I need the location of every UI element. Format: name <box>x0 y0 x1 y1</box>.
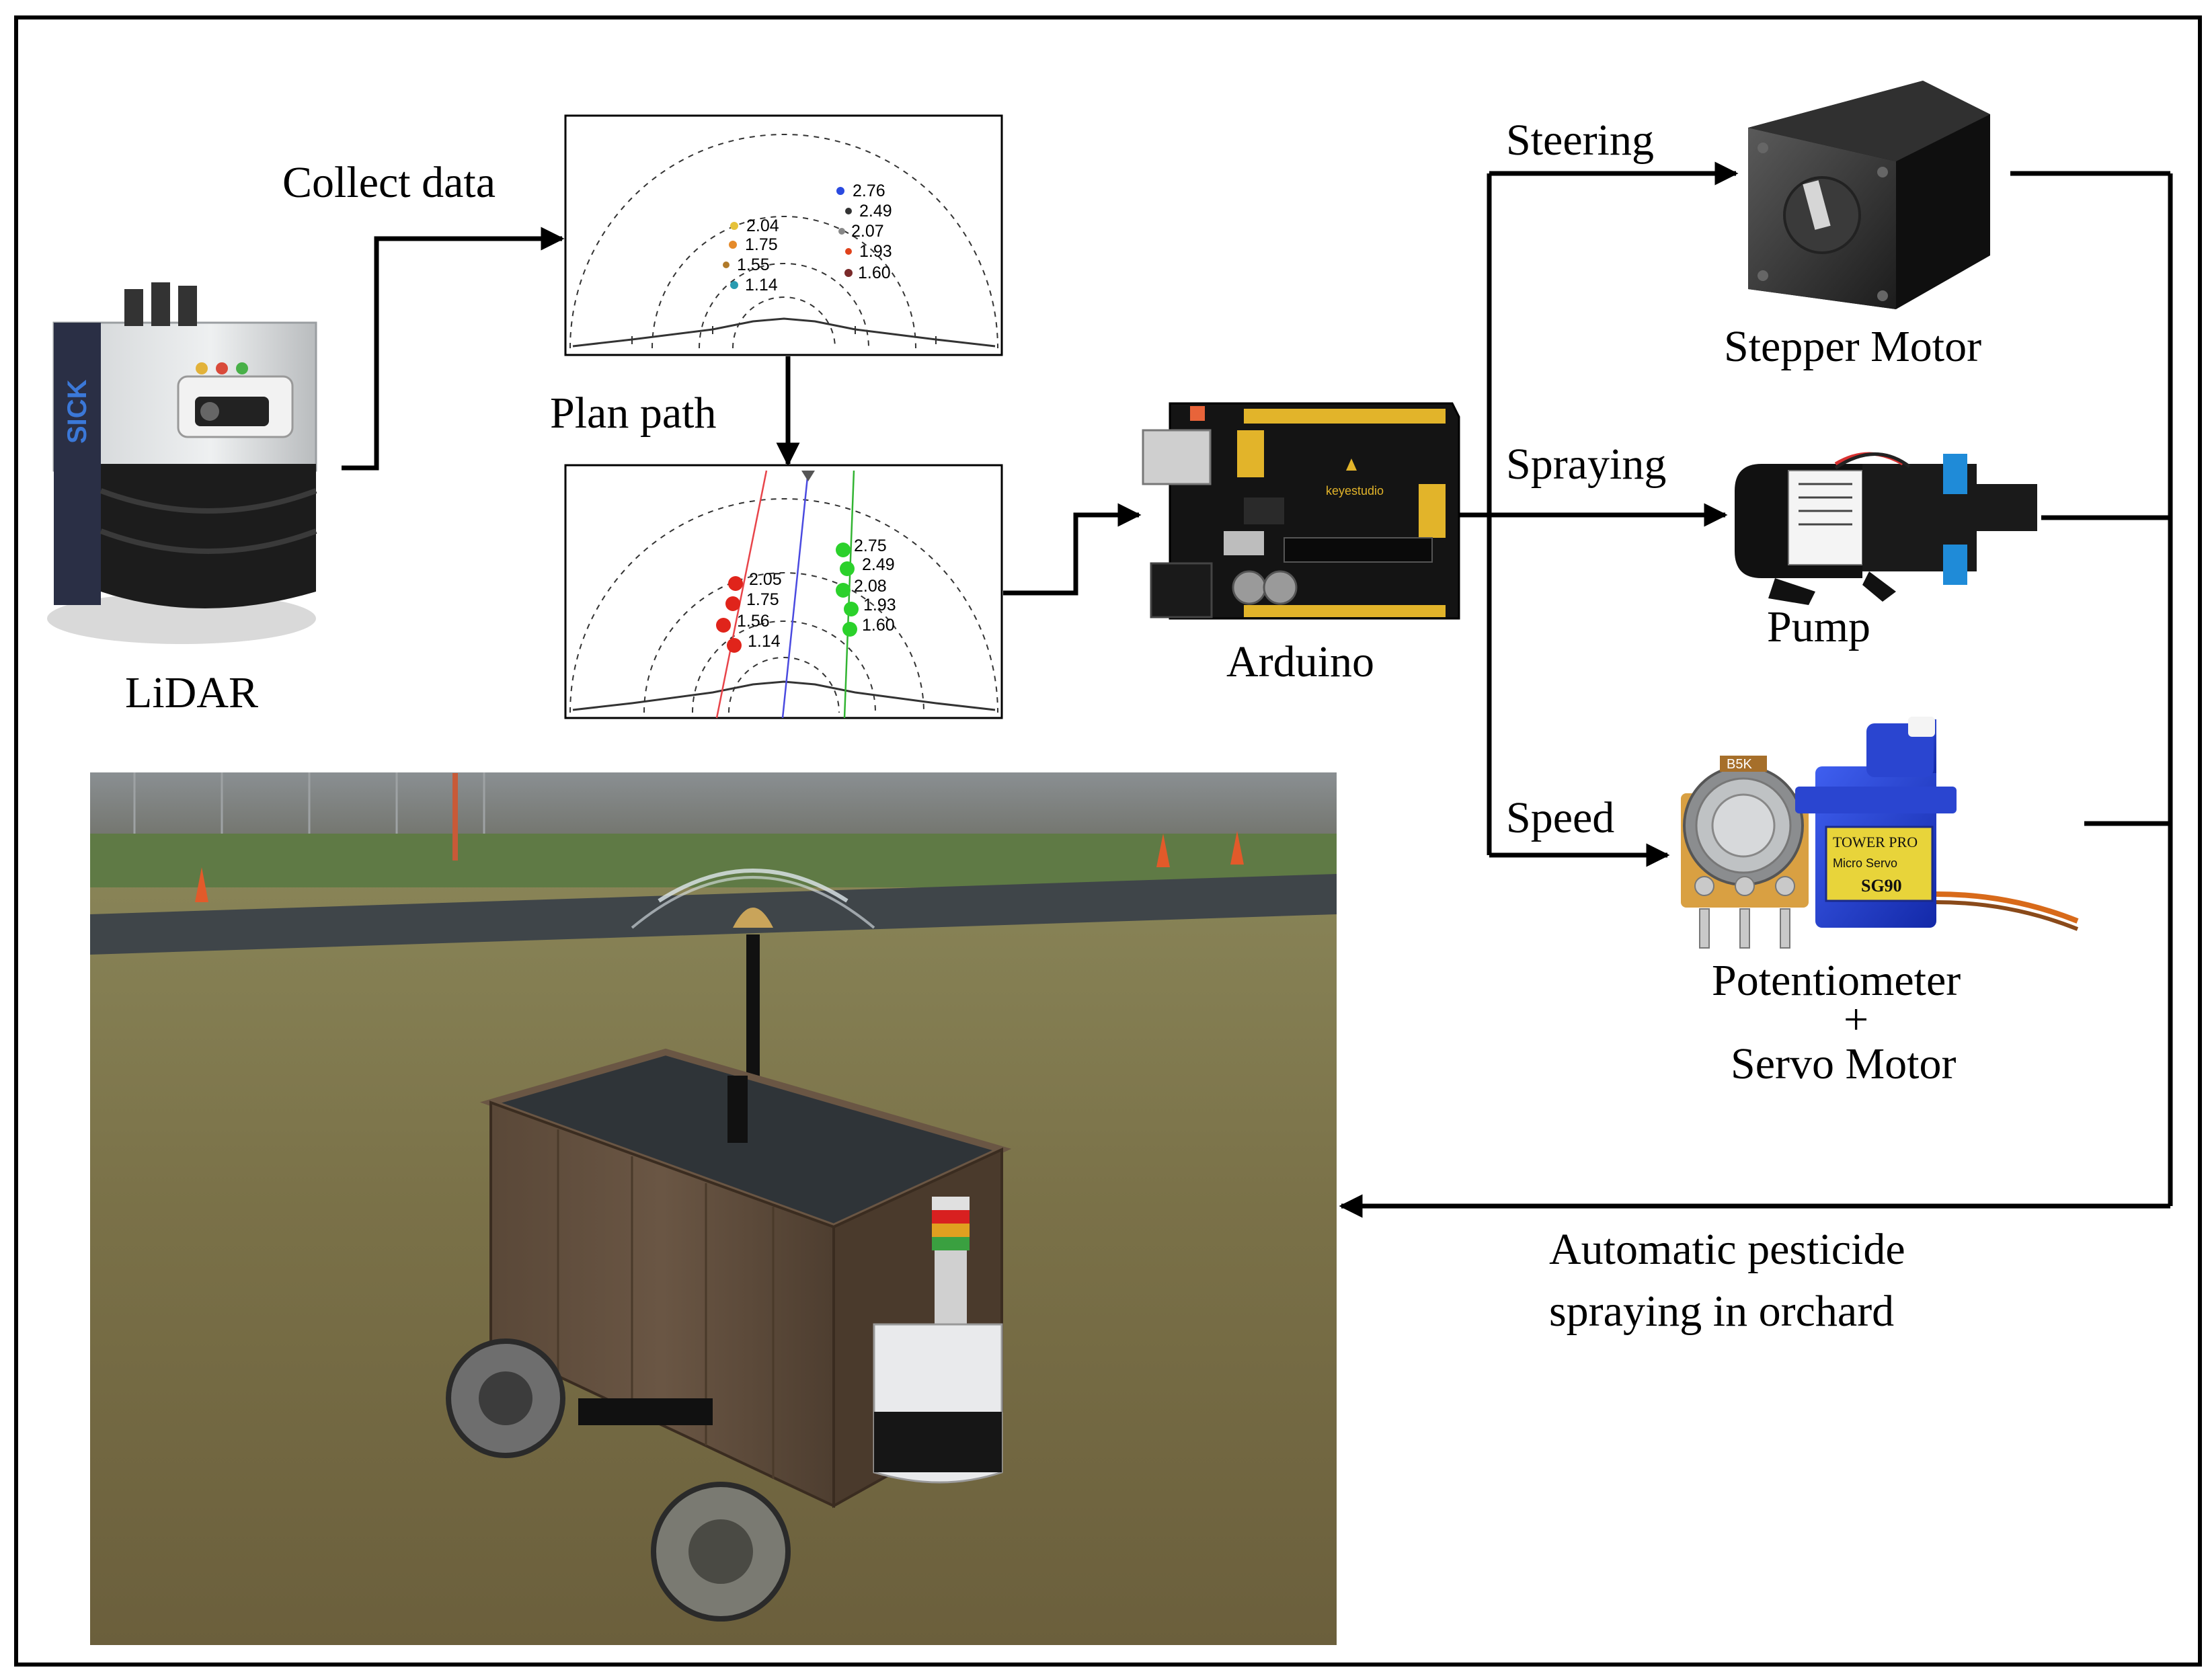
output-label-line-1: Automatic pesticide <box>1549 1225 1905 1274</box>
robot-field-photo <box>90 772 1337 1645</box>
plot-plan-right-label: 2.08 <box>854 577 887 596</box>
plot-collect-right-label: 2.49 <box>859 202 892 221</box>
potentiometer-label: Potentiometer <box>1712 956 1961 1005</box>
plus-sign-label: + <box>1844 995 1868 1044</box>
plot-collect-left-label: 1.14 <box>745 276 778 294</box>
collect-data-label: Collect data <box>282 158 496 207</box>
plot-plan-left-label: 1.14 <box>748 632 781 651</box>
plan-path-label: Plan path <box>550 389 716 438</box>
plot-plan-right-label: 1.93 <box>863 596 896 614</box>
lidar-brand-text: SICK <box>63 379 92 444</box>
plot-plan-right-label: 2.75 <box>854 536 887 555</box>
plot-plan-left-label: 2.05 <box>749 570 782 589</box>
plot-plan-left-label: 1.75 <box>746 590 779 609</box>
pump-image <box>1735 452 2037 605</box>
plot-collect-right-label: 2.76 <box>853 182 885 200</box>
outer-frame <box>14 15 2202 1667</box>
servo-motor-image: TOWER PRO Micro Servo SG90 <box>1795 717 2079 931</box>
servo-model-text: SG90 <box>1861 876 1902 895</box>
lidar-device-image: SICK <box>47 282 317 644</box>
stepper-motor-label: Stepper Motor <box>1724 322 1981 371</box>
servo-motor-label: Servo Motor <box>1731 1039 1957 1088</box>
plot-collect-left-label: 1.75 <box>745 235 778 254</box>
speed-label: Speed <box>1506 793 1614 842</box>
plot-collect-right-label: 1.93 <box>859 242 892 261</box>
servo-line-text: Micro Servo <box>1833 856 1897 870</box>
potentiometer-image: B5K <box>1681 756 1809 949</box>
plot-plan-right-label: 1.60 <box>862 616 895 635</box>
plot-planned-path: 2.05 1.75 1.56 1.14 2.75 2.49 2.08 1.93 … <box>564 464 1003 719</box>
plot-collect-right-label: 2.07 <box>851 222 884 241</box>
pump-label: Pump <box>1767 602 1870 651</box>
servo-brand-text: TOWER PRO <box>1833 834 1918 850</box>
lidar-label: LiDAR <box>125 668 258 717</box>
potentiometer-marking-text: B5K <box>1727 757 1752 772</box>
connector-lines <box>342 161 2173 1218</box>
center-path-line <box>781 470 810 719</box>
arduino-brand-text: keyestudio <box>1326 484 1384 497</box>
stepper-motor-image <box>1748 81 1990 309</box>
plot-collect-frame <box>564 114 1003 356</box>
robot-position-marker <box>801 471 815 481</box>
plot-plan-right-label: 2.49 <box>862 555 895 574</box>
arduino-board-image: keyestudio <box>1142 402 1460 620</box>
plot-plan-left-label: 1.56 <box>737 612 770 631</box>
plot-collect-left-label: 1.55 <box>737 255 770 274</box>
spraying-label: Spraying <box>1506 440 1666 489</box>
arduino-label: Arduino <box>1226 637 1374 686</box>
steering-label: Steering <box>1506 116 1654 165</box>
output-label-line-2: spraying in orchard <box>1549 1287 1894 1336</box>
plot-collect-left-label: 2.04 <box>746 216 779 235</box>
left-row-path-line <box>715 470 768 719</box>
plot-collect-right-label: 1.60 <box>858 264 891 282</box>
plot-plan-frame <box>564 464 1003 719</box>
plot-collected-data: 2.04 1.75 1.55 1.14 2.76 2.49 2.07 1.93 … <box>564 114 1003 356</box>
arrow-lidar-to-plot <box>342 227 565 471</box>
arrow-plan-to-arduino <box>1003 503 1142 596</box>
